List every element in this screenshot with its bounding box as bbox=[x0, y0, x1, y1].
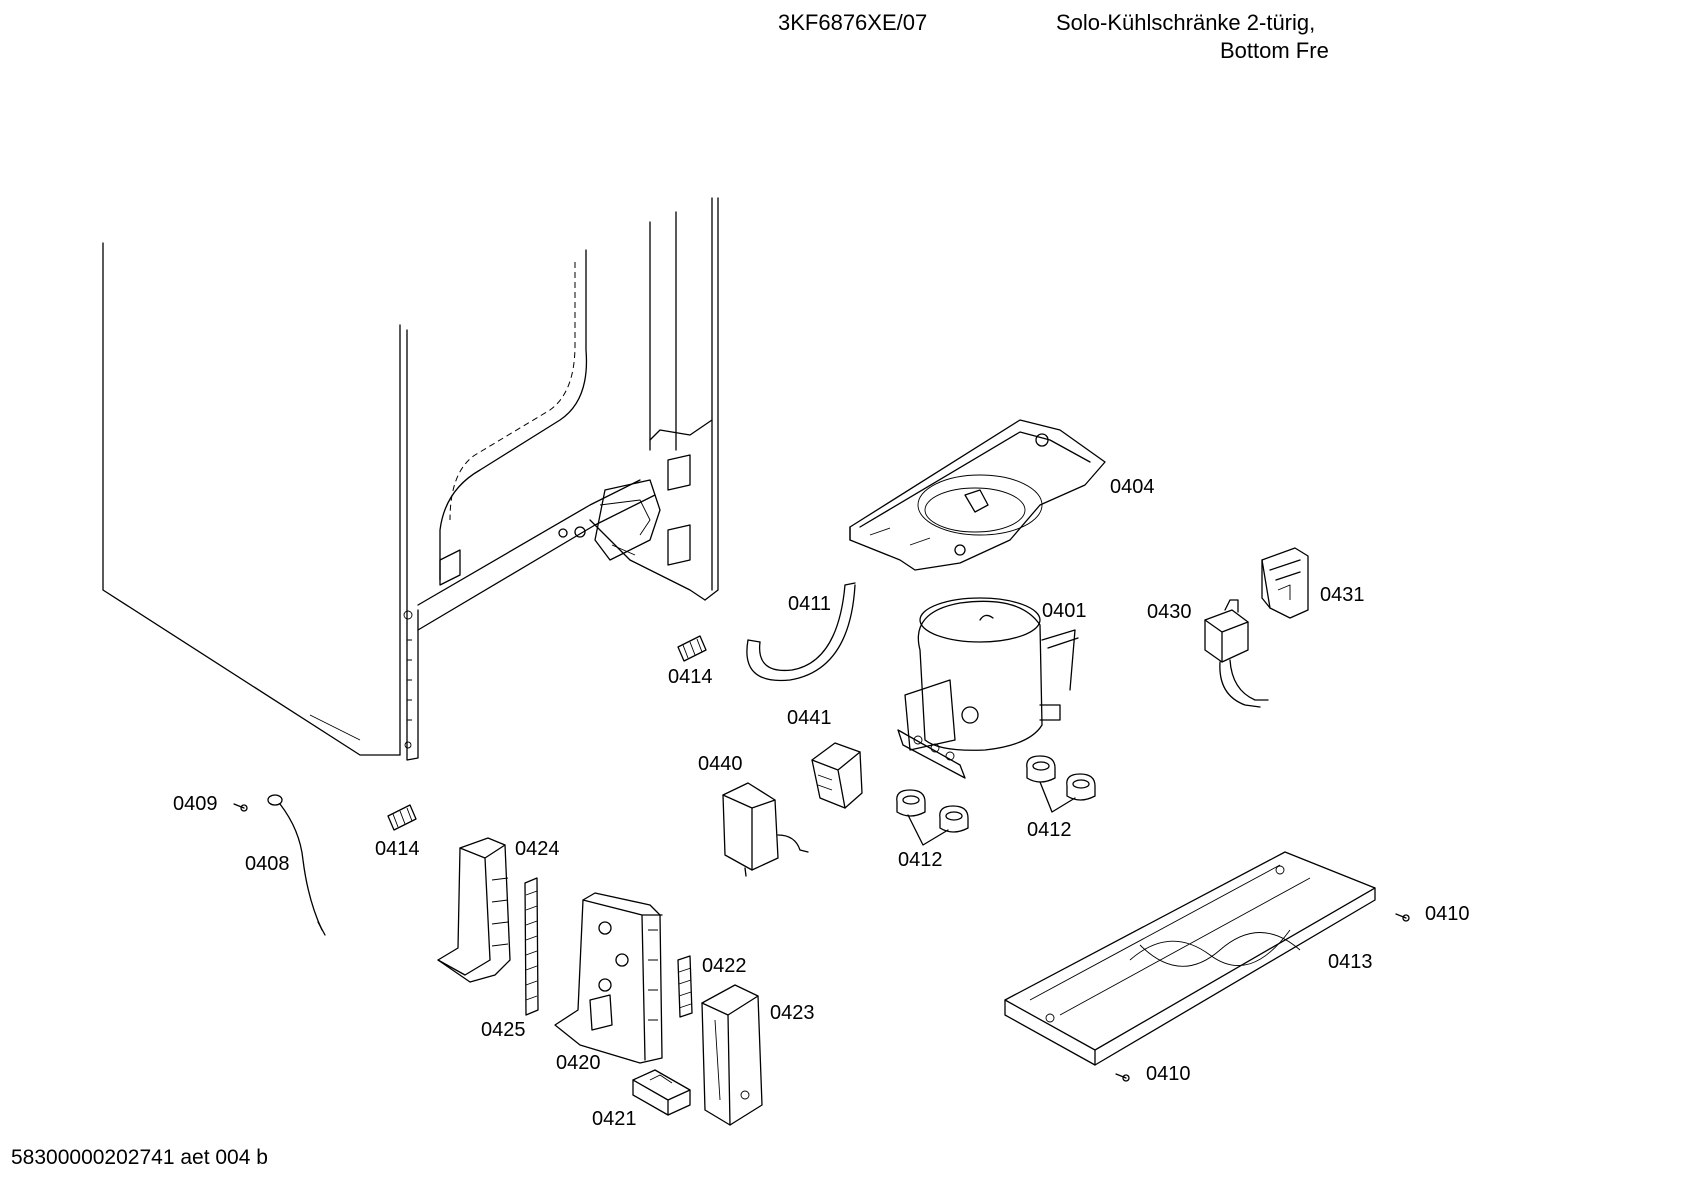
part-drawing-0414-grommet-lower bbox=[387, 804, 417, 831]
part-drawing-0410-screw-lower bbox=[1115, 1073, 1130, 1082]
part-drawing-0412-feet-left bbox=[896, 789, 969, 846]
part-drawing-0413-base-plate bbox=[1004, 851, 1376, 1066]
part-drawing-0420-electronics-module bbox=[554, 892, 663, 1064]
part-label-0431: 0431 bbox=[1320, 584, 1365, 606]
part-drawing-0408-sensor-cable bbox=[267, 794, 326, 936]
document-code: 58300000202741 aet 004 b bbox=[11, 1146, 268, 1169]
part-drawing-0410-screw-upper bbox=[1395, 913, 1410, 922]
part-label-0441: 0441 bbox=[787, 707, 832, 729]
part-label-0401: 0401 bbox=[1042, 600, 1087, 622]
part-drawing-0422-plug bbox=[677, 955, 693, 1018]
part-label-0440: 0440 bbox=[698, 753, 743, 775]
part-label-0421: 0421 bbox=[592, 1108, 637, 1130]
part-drawing-0441-cover bbox=[811, 742, 863, 809]
part-drawing-0425-connector-strip bbox=[524, 877, 539, 1016]
part-label-0411: 0411 bbox=[788, 593, 831, 615]
part-label-0422: 0422 bbox=[702, 955, 747, 977]
part-drawing-0409-screw bbox=[233, 803, 248, 812]
appliance-description-line-2: Bottom Fre bbox=[1220, 38, 1329, 63]
part-label-0408: 0408 bbox=[245, 853, 290, 875]
part-label-0430: 0430 bbox=[1147, 601, 1192, 623]
part-label-0413: 0413 bbox=[1328, 951, 1373, 973]
part-label-0420: 0420 bbox=[556, 1052, 601, 1074]
part-label-0412-right: 0412 bbox=[1027, 819, 1072, 841]
part-drawing-0430-relay bbox=[1204, 599, 1269, 708]
part-label-0424: 0424 bbox=[515, 838, 560, 860]
part-label-0409: 0409 bbox=[173, 793, 218, 815]
fridge-cabinet-drawing bbox=[102, 197, 719, 761]
part-drawing-0424-holder bbox=[437, 837, 511, 983]
part-drawing-0421-clip bbox=[632, 1069, 691, 1116]
part-label-0414-lower: 0414 bbox=[375, 838, 420, 860]
part-label-0410-lower: 0410 bbox=[1146, 1063, 1191, 1085]
part-label-0425: 0425 bbox=[481, 1019, 526, 1041]
appliance-description-line-1: Solo-Kühlschränke 2-türig, bbox=[1056, 10, 1316, 35]
part-label-0404: 0404 bbox=[1110, 476, 1155, 498]
part-label-0414-upper: 0414 bbox=[668, 666, 713, 688]
part-drawing-0440-control-unit bbox=[722, 782, 809, 877]
part-label-0410-upper: 0410 bbox=[1425, 903, 1470, 925]
part-drawing-0411-hose bbox=[746, 582, 856, 682]
model-number: 3KF6876XE/07 bbox=[778, 10, 928, 35]
part-drawing-0412-feet-right bbox=[1026, 755, 1096, 813]
part-drawing-0401-compressor bbox=[897, 597, 1079, 779]
part-label-0412-left: 0412 bbox=[898, 849, 943, 871]
part-drawing-0414-grommet-upper bbox=[677, 635, 707, 662]
part-label-0423: 0423 bbox=[770, 1002, 815, 1024]
part-drawing-0431-bracket bbox=[1261, 547, 1309, 619]
part-drawing-0423-cover bbox=[701, 984, 763, 1126]
part-drawing-0404-drip-tray bbox=[849, 419, 1106, 571]
